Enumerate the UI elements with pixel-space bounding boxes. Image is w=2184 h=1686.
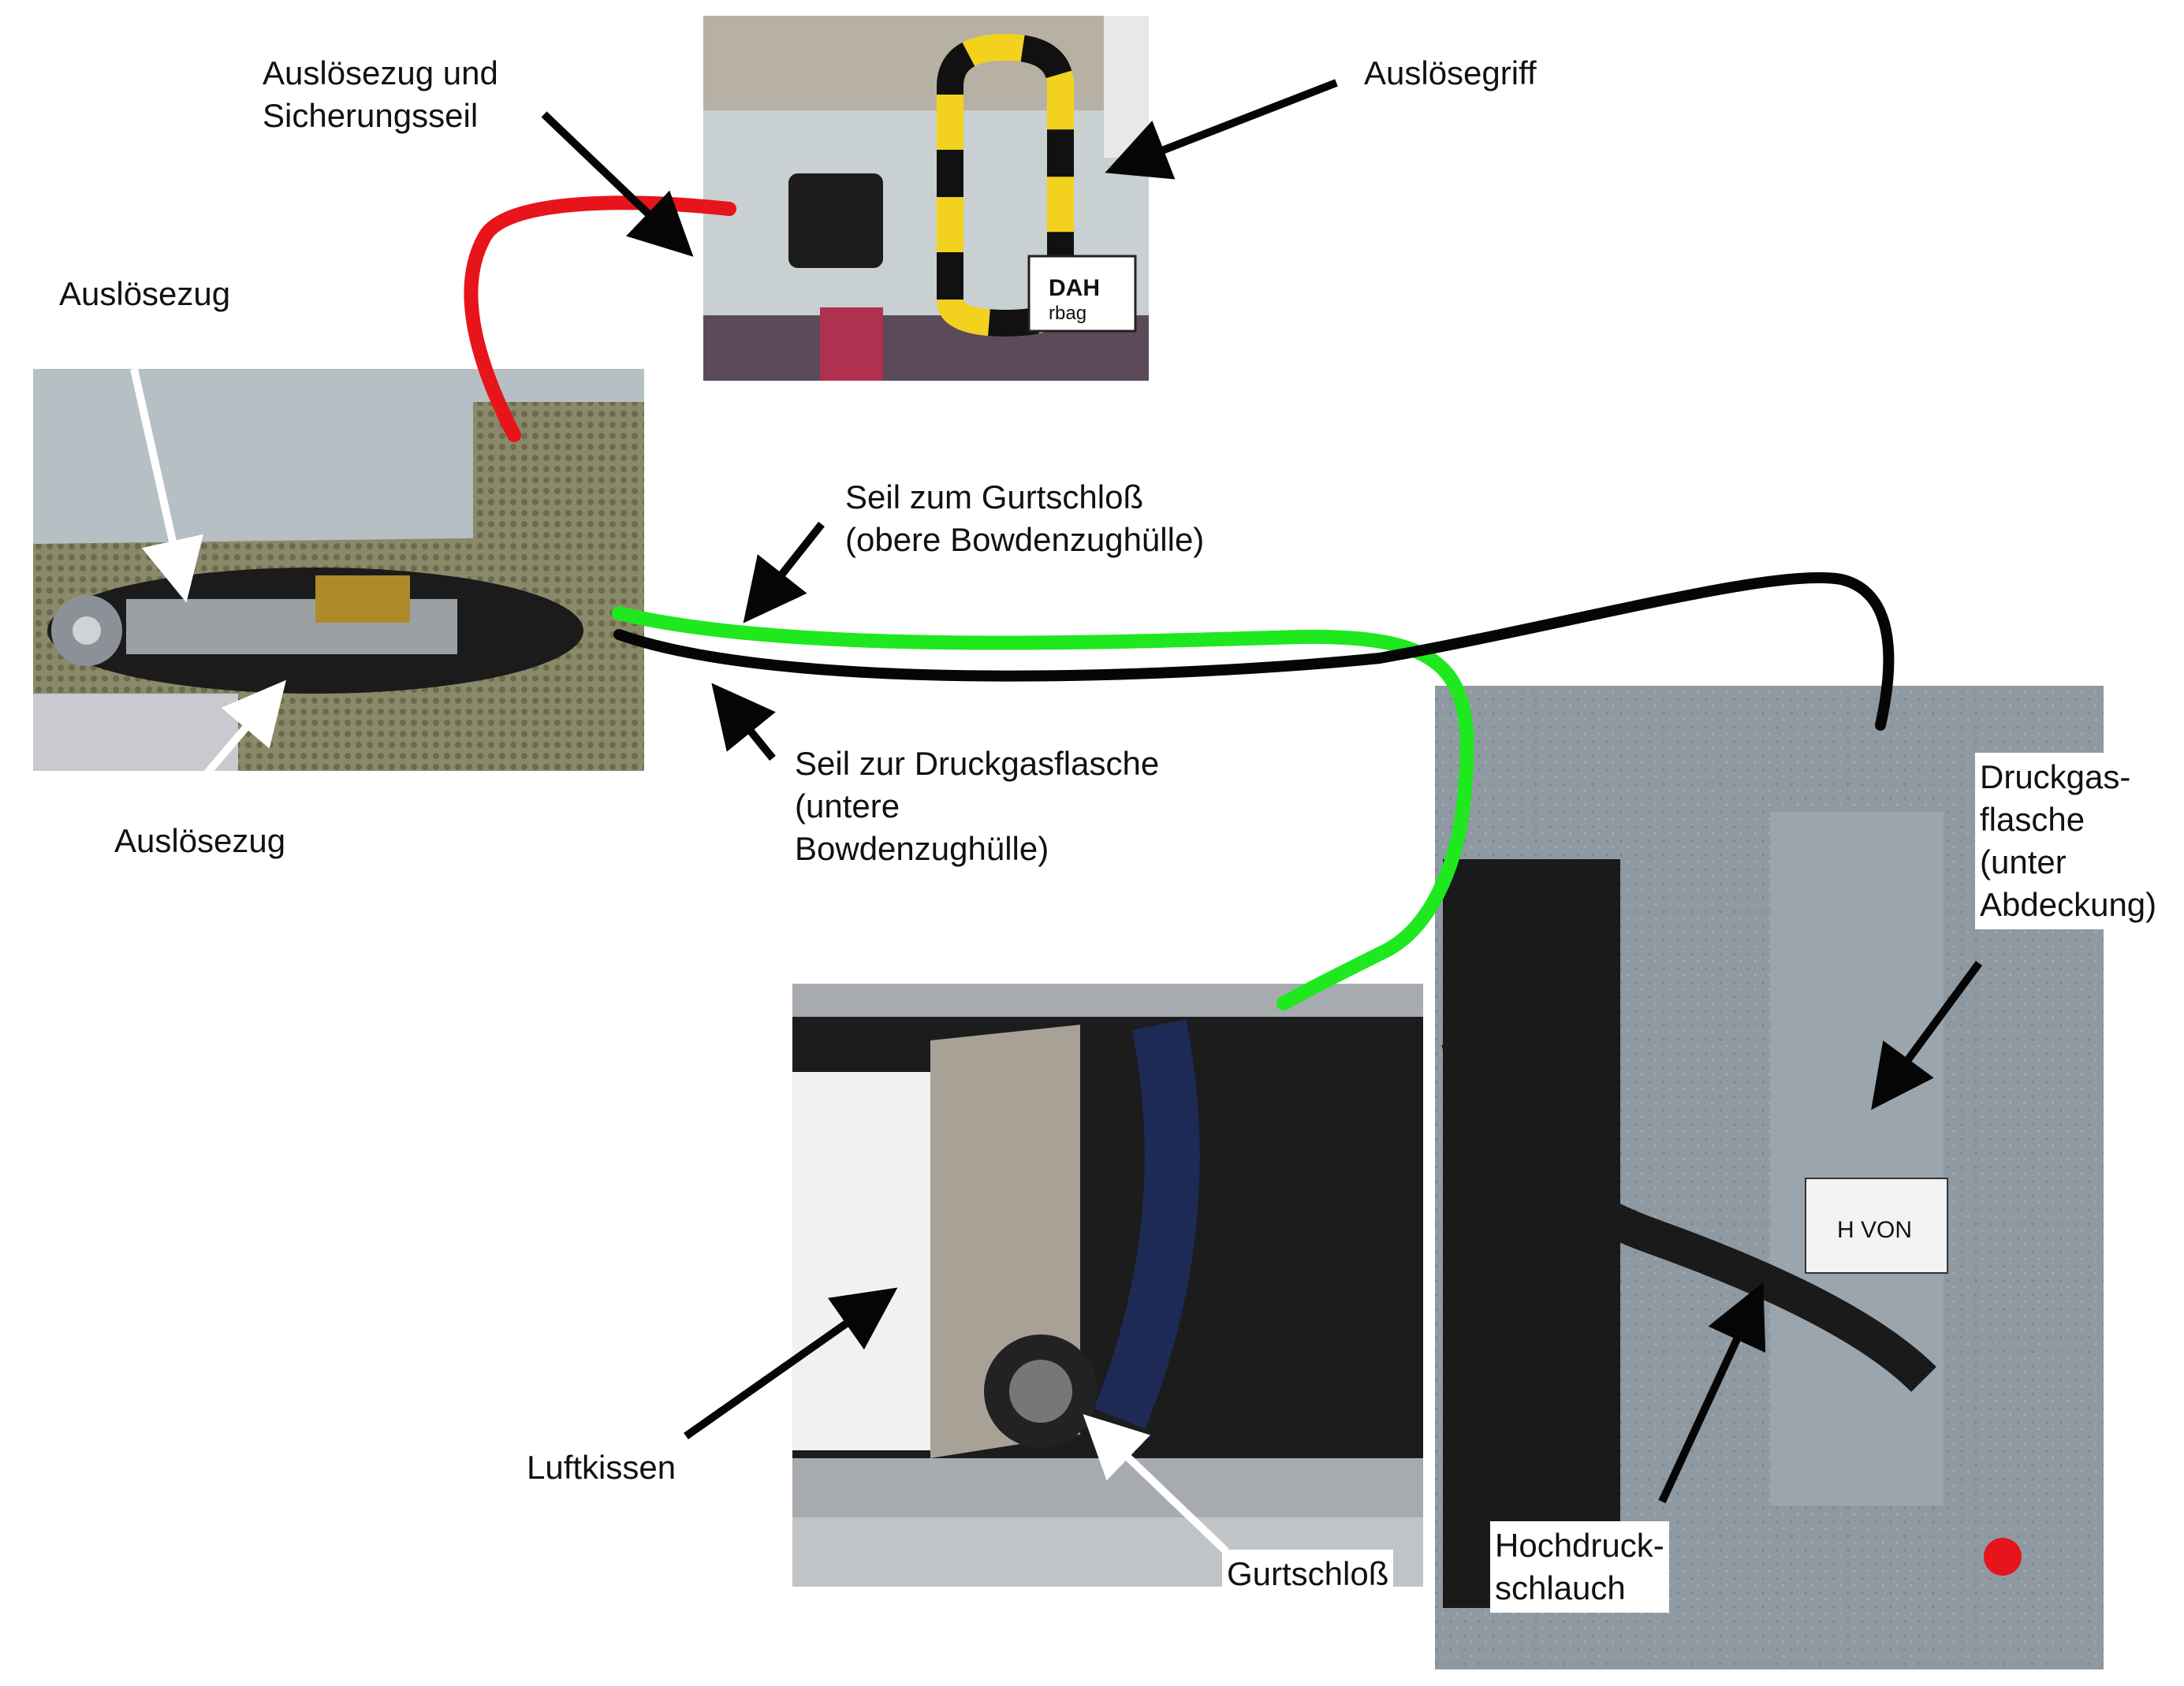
photo-release-handle: DAH rbag — [703, 16, 1149, 381]
arrow-release-pull-bottom — [184, 679, 286, 799]
yellow-handle-icon — [937, 33, 1074, 337]
arrow-rope-to-gas-bottle — [711, 683, 776, 761]
label-airbag-cushion: Luftkissen — [527, 1449, 676, 1486]
label-high-pressure-hose: Hochdruck- schlauch — [1490, 1521, 1669, 1613]
label-rope-to-gas-bottle: Seil zur Druckgasflasche (untere Bowdenz… — [795, 745, 1160, 867]
svg-text:DAH: DAH — [1049, 275, 1100, 301]
label-belt-buckle: Gurtschloß — [1222, 1550, 1394, 1599]
photo-release-mechanism — [33, 369, 644, 771]
svg-text:H VON: H VON — [1837, 1217, 1912, 1243]
arrow-high-pressure-hose — [1658, 1282, 1766, 1504]
label-release-pull-top: Auslösezug — [59, 275, 231, 312]
arrow-release-pull-top — [130, 367, 203, 603]
bottle-tag — [1805, 1178, 1948, 1274]
label-release-handle: Auslösegriff — [1364, 54, 1537, 91]
label-release-and-safety-rope: Auslösezug und Sicherungsseil — [263, 54, 498, 134]
arrow-airbag-cushion — [684, 1287, 898, 1440]
green-buckle-rope — [612, 606, 1474, 1010]
label-release-pull-bottom: Auslösezug — [114, 822, 286, 859]
svg-text:rbag: rbag — [1049, 303, 1086, 324]
label-gas-bottle: Druckgas- flasche (unter Abdeckung) — [1975, 753, 2162, 929]
arrow-release-handle — [1105, 79, 1338, 180]
handle-sticker — [1027, 255, 1137, 333]
photo-belt-buckle — [792, 984, 1423, 1587]
black-gas-bottle-rope — [613, 571, 1895, 731]
arrow-release-and-safety — [541, 111, 694, 257]
label-rope-to-buckle: Seil zum Gurtschloß (obere Bowdenzughüll… — [845, 478, 1205, 558]
arrow-rope-to-buckle — [743, 521, 825, 623]
arrow-gas-bottle — [1871, 961, 1983, 1111]
arrow-belt-buckle — [1083, 1414, 1229, 1554]
